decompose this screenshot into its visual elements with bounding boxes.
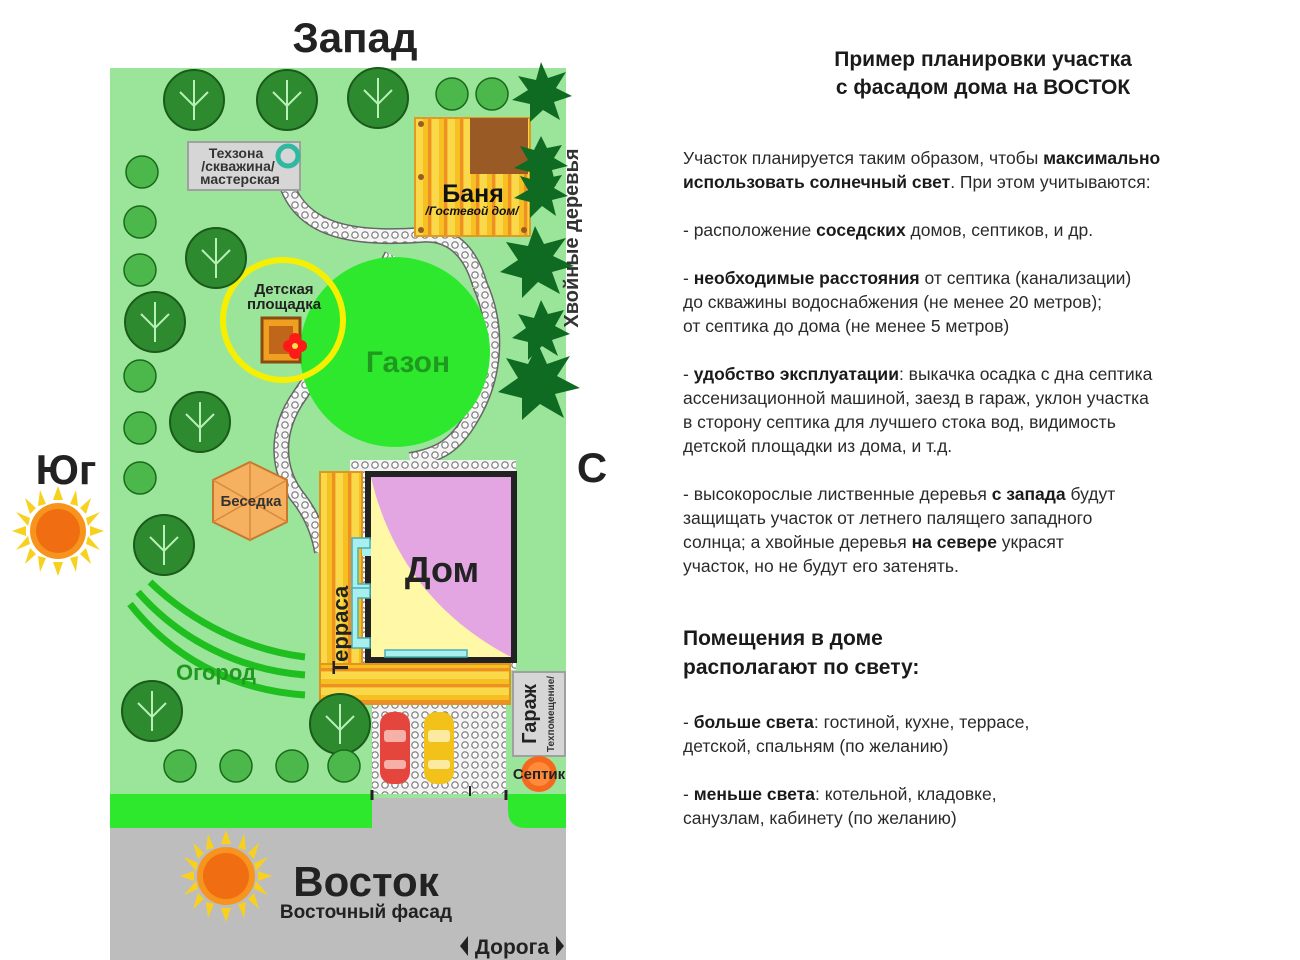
item1-text-2: домов, септиков, и др.: [905, 220, 1094, 240]
item4-bold-2: на севере: [911, 532, 997, 552]
car-yellow: [424, 712, 454, 784]
item-more-light: - больше света: гостиной, кухне, террасе…: [683, 710, 1283, 758]
septic-label: Септик: [513, 766, 566, 783]
gazebo-label: Беседка: [221, 493, 283, 510]
more-light-bold: больше света: [693, 712, 814, 732]
direction-south: Юг: [36, 446, 97, 493]
more-light-text-2: : гостиной, кухне, террасе,: [813, 712, 1030, 732]
playground-ring: [220, 257, 346, 383]
item3-text-1: -: [683, 364, 694, 384]
arrow-right-icon: [556, 936, 564, 956]
item3-bold: удобство эксплуатации: [693, 364, 899, 384]
panel-title-line2: с фасадом дома на ВОСТОК: [835, 76, 1131, 99]
site-plan-diagram: Газон Детская площадка Техзона /скважина…: [12, 14, 607, 960]
item4-text-1: - высокорослые лиственные деревья: [683, 484, 992, 504]
terrace-label: Терраса: [328, 585, 353, 674]
shrubs: [123, 77, 509, 783]
road-label: Дорога: [475, 936, 549, 959]
intro-text-2: . При этом учитываются:: [950, 172, 1151, 192]
item3-line2: ассенизационной машиной, заезд в гараж, …: [683, 388, 1149, 408]
less-light-text-1: -: [683, 784, 694, 804]
item2-text-2: от септика (канализации): [919, 268, 1132, 288]
item4-line2: защищать участок от летнего палящего зап…: [683, 508, 1093, 528]
direction-east: Восток: [293, 858, 439, 905]
item-distances: - необходимые расстояния от септика (кан…: [683, 266, 1283, 338]
tech-zone-label-3: мастерская: [200, 171, 280, 187]
conifer-trees: [498, 62, 580, 420]
tech-zone-label-2: /скважина/: [201, 158, 275, 174]
item4-text-2: будут: [1065, 484, 1116, 504]
house-label: Дом: [405, 549, 479, 590]
direction-west: Запад: [292, 14, 417, 61]
item-less-light: - меньше света: котельной, кладовке, сан…: [683, 782, 1283, 830]
item-operation: - удобство эксплуатации: выкачка осадка …: [683, 362, 1283, 458]
playground-label-1: Детская: [254, 281, 313, 298]
grass-strip-left: [110, 794, 372, 828]
item2-line3: от септика до дома (не менее 5 метров): [683, 316, 1010, 336]
garage-label: Гараж: [519, 683, 541, 744]
item3-line4: детской площадки из дома, и т.д.: [683, 436, 953, 456]
east-facade-label: Восточный фасад: [280, 902, 452, 923]
intro-text-1: Участок планируется таким образом, чтобы: [683, 148, 1044, 168]
arrow-left-icon: [460, 936, 468, 956]
well-icon: [275, 143, 301, 169]
house-sunlit-area: [371, 477, 511, 657]
rooms-title-line1: Помещения в доме: [683, 627, 883, 650]
item3-text-2: : выкачка осадка с дна септика: [898, 364, 1153, 384]
garden-label: Огород: [176, 660, 256, 685]
intro-bold-1: максимально: [1043, 148, 1161, 168]
rooms-title: Помещения в доме располагают по свету:: [683, 624, 1183, 682]
item3-line3: в сторону септика для лучшего стока вод,…: [683, 412, 1116, 432]
more-light-line2: детской, спальням (по желанию): [683, 736, 949, 756]
guest-house-label: /Гостевой дом/: [424, 204, 520, 218]
item4-bold-1: с запада: [991, 484, 1066, 504]
item4-line3b: украсят: [996, 532, 1064, 552]
garden-beds: [127, 579, 306, 699]
item2-bold: необходимые расстояния: [693, 268, 920, 288]
less-light-bold: меньше света: [693, 784, 815, 804]
item4-line4: участок, но не будут его затенять.: [683, 556, 959, 576]
item2-line2: до скважины водоснабжения (не менее 20 м…: [683, 292, 1103, 312]
sun-east-icon: [180, 830, 272, 922]
playground-label-2: площадка: [247, 296, 322, 313]
direction-north: С: [577, 444, 607, 491]
lawn-circle: [300, 257, 490, 447]
flower-icon: [283, 333, 307, 359]
panel-title-line1: Пример планировки участка: [834, 48, 1132, 71]
intro-bold-2: использовать солнечный свет: [683, 172, 951, 192]
item4-line3a: солнца; а хвойные деревья: [683, 532, 912, 552]
tech-zone-label-1: Техзона: [209, 145, 264, 161]
less-light-line2: санузлам, кабинету (по желанию): [683, 808, 957, 828]
panel-title: Пример планировки участка с фасадом дома…: [783, 46, 1183, 102]
item1-text-1: - расположение: [683, 220, 817, 240]
car-red: [380, 712, 410, 784]
item-trees: - высокорослые лиственные деревья с запа…: [683, 482, 1283, 578]
lawn-label: Газон: [366, 346, 450, 379]
banya-roof: [470, 118, 528, 174]
sun-south-icon: [12, 486, 104, 576]
garage: [512, 671, 566, 757]
banya-label: Баня: [442, 180, 504, 208]
grass-strip-right: [508, 794, 566, 828]
item2-text-1: -: [683, 268, 694, 288]
intro-paragraph: Участок планируется таким образом, чтобы…: [683, 146, 1283, 194]
conifers-label: Хвойные деревья: [561, 148, 583, 327]
tech-room-label: Техпомещение/: [546, 676, 557, 752]
item1-bold: соседских: [816, 220, 906, 240]
rooms-title-line2: располагают по свету:: [683, 656, 920, 679]
more-light-text-1: -: [683, 712, 694, 732]
less-light-text-2: : котельной, кладовке,: [814, 784, 997, 804]
item-neighbors: - расположение соседских домов, септиков…: [683, 218, 1283, 242]
